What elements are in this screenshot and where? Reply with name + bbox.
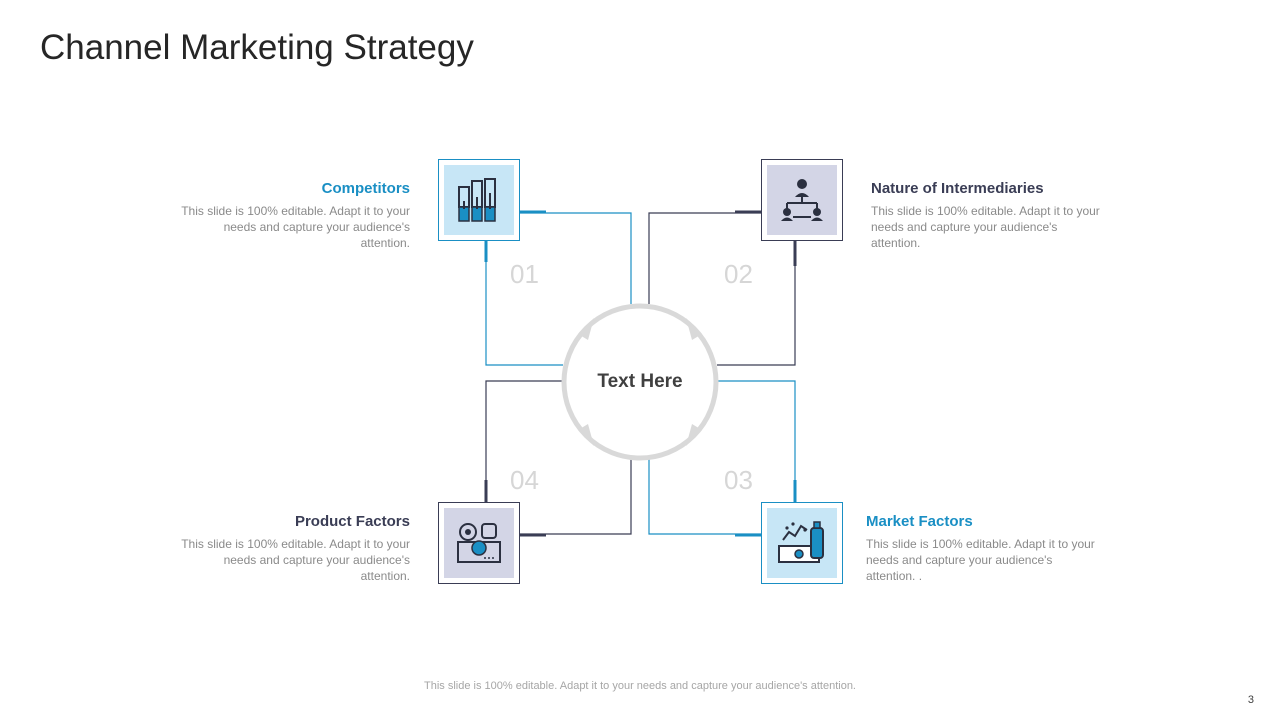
item-heading: Market Factors — [866, 513, 973, 530]
connector-03 — [648, 380, 796, 535]
ring-arrow-tr — [686, 318, 702, 340]
icon-box-product-factors — [438, 502, 520, 584]
step-number-04: 04 — [510, 465, 539, 495]
ring-arrow-br — [686, 424, 702, 446]
icon-box-competitors — [438, 159, 520, 241]
item-description: This slide is 100% editable. Adapt it to… — [871, 204, 1100, 250]
step-number-03: 03 — [724, 465, 753, 495]
center-label: Text Here — [597, 371, 683, 392]
competitors-icon — [458, 178, 496, 222]
footer-note: This slide is 100% editable. Adapt it to… — [424, 680, 856, 692]
item-description: This slide is 100% editable. Adapt it to… — [181, 204, 410, 250]
hierarchy-icon — [781, 179, 823, 221]
icon-box-market-factors — [761, 502, 843, 584]
connector-04 — [485, 380, 632, 535]
step-number-01: 01 — [510, 259, 539, 289]
item-competitors: Competitors This slide is 100% editable.… — [180, 180, 410, 251]
center-ring — [561, 303, 719, 461]
connector-01 — [485, 212, 632, 366]
step-number-02: 02 — [724, 259, 753, 289]
connector-02 — [648, 212, 796, 366]
item-intermediaries: Nature of Intermediaries This slide is 1… — [871, 180, 1101, 251]
item-description: This slide is 100% editable. Adapt it to… — [181, 537, 410, 583]
ring-arrow-bl — [578, 424, 594, 446]
page-number: 3 — [1247, 694, 1254, 706]
icon-box-intermediaries — [761, 159, 843, 241]
item-heading: Nature of Intermediaries — [871, 180, 1044, 197]
item-description: This slide is 100% editable. Adapt it to… — [866, 537, 1095, 583]
product-icon — [457, 523, 501, 563]
item-heading: Competitors — [321, 180, 410, 197]
item-product-factors: Product Factors This slide is 100% edita… — [180, 513, 410, 584]
money-icon — [778, 521, 824, 563]
page-title: Channel Marketing Strategy — [40, 28, 474, 67]
ring-arrow-tl — [578, 318, 594, 340]
item-market-factors: Market Factors This slide is 100% editab… — [866, 513, 1096, 584]
item-heading: Product Factors — [294, 513, 410, 530]
